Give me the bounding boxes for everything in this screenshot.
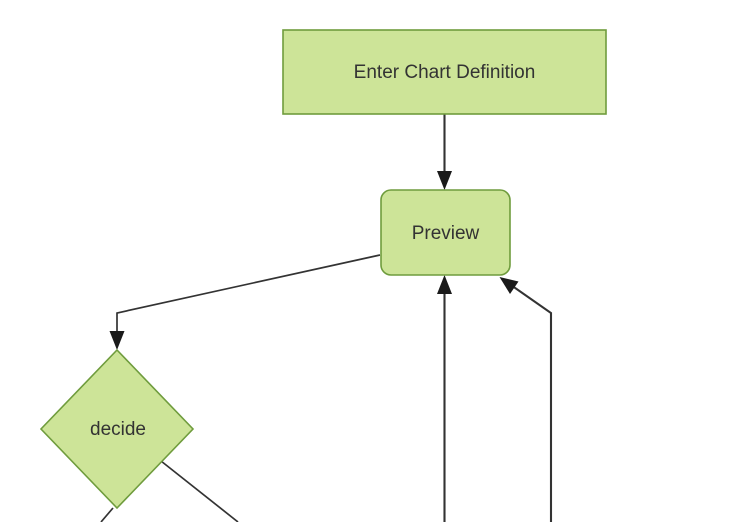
edge-decide-bottom-right[interactable] (160, 460, 239, 522)
edge-line (116, 254, 381, 340)
edge-line (507, 282, 553, 522)
arrow-head-icon (499, 277, 519, 294)
edge-preview-to-decide[interactable] (109, 254, 381, 350)
edge-line (160, 460, 239, 522)
node-shape-diamond (39, 348, 195, 510)
node-enter-chart-definition[interactable]: Enter Chart Definition (282, 29, 607, 115)
arrow-head-icon (437, 171, 452, 190)
node-label-enter-chart-definition: Enter Chart Definition (354, 62, 536, 83)
node-shape-rounded-rectangle (380, 189, 511, 276)
node-decide[interactable]: decide (39, 348, 195, 510)
node-preview[interactable]: Preview (380, 189, 511, 276)
edge-line (100, 507, 114, 522)
arrow-head-icon (109, 331, 125, 350)
node-label-decide: decide (90, 419, 146, 440)
edge-bottom-left-to-preview[interactable] (437, 275, 452, 522)
node-shape-rectangle (282, 29, 607, 115)
arrow-head-icon (437, 275, 452, 294)
edge-enter-to-preview[interactable] (437, 114, 452, 190)
edge-decide-bottom-left[interactable] (100, 507, 114, 522)
edge-bottom-right-to-preview[interactable] (499, 277, 553, 522)
node-label-preview: Preview (412, 223, 480, 244)
